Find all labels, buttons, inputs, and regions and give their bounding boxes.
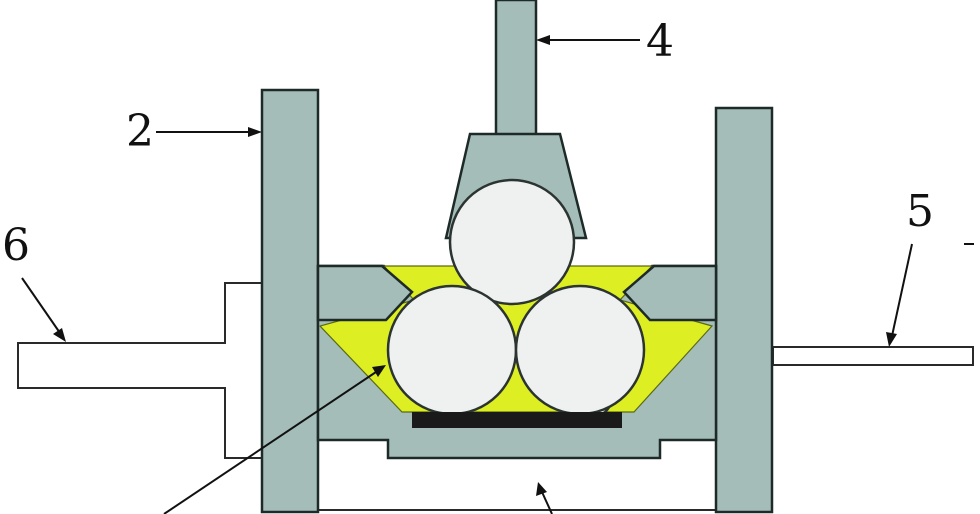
ball-top <box>448 178 576 306</box>
right-wall <box>714 106 774 514</box>
callout-4: 4 <box>646 16 674 67</box>
die-insert-right <box>622 264 718 322</box>
left-wall <box>260 88 320 514</box>
ball-left <box>386 284 518 416</box>
callout-5: 5 <box>906 186 934 237</box>
ball-right <box>514 284 646 416</box>
right-rod <box>772 346 974 366</box>
callout-2: 2 <box>126 106 154 157</box>
die-insert-left <box>316 264 414 322</box>
callout-6: 6 <box>2 220 30 271</box>
left-rod <box>17 282 263 459</box>
bottom-pad <box>412 412 622 428</box>
punch-rod <box>494 0 538 138</box>
leader-lines <box>21 35 974 514</box>
